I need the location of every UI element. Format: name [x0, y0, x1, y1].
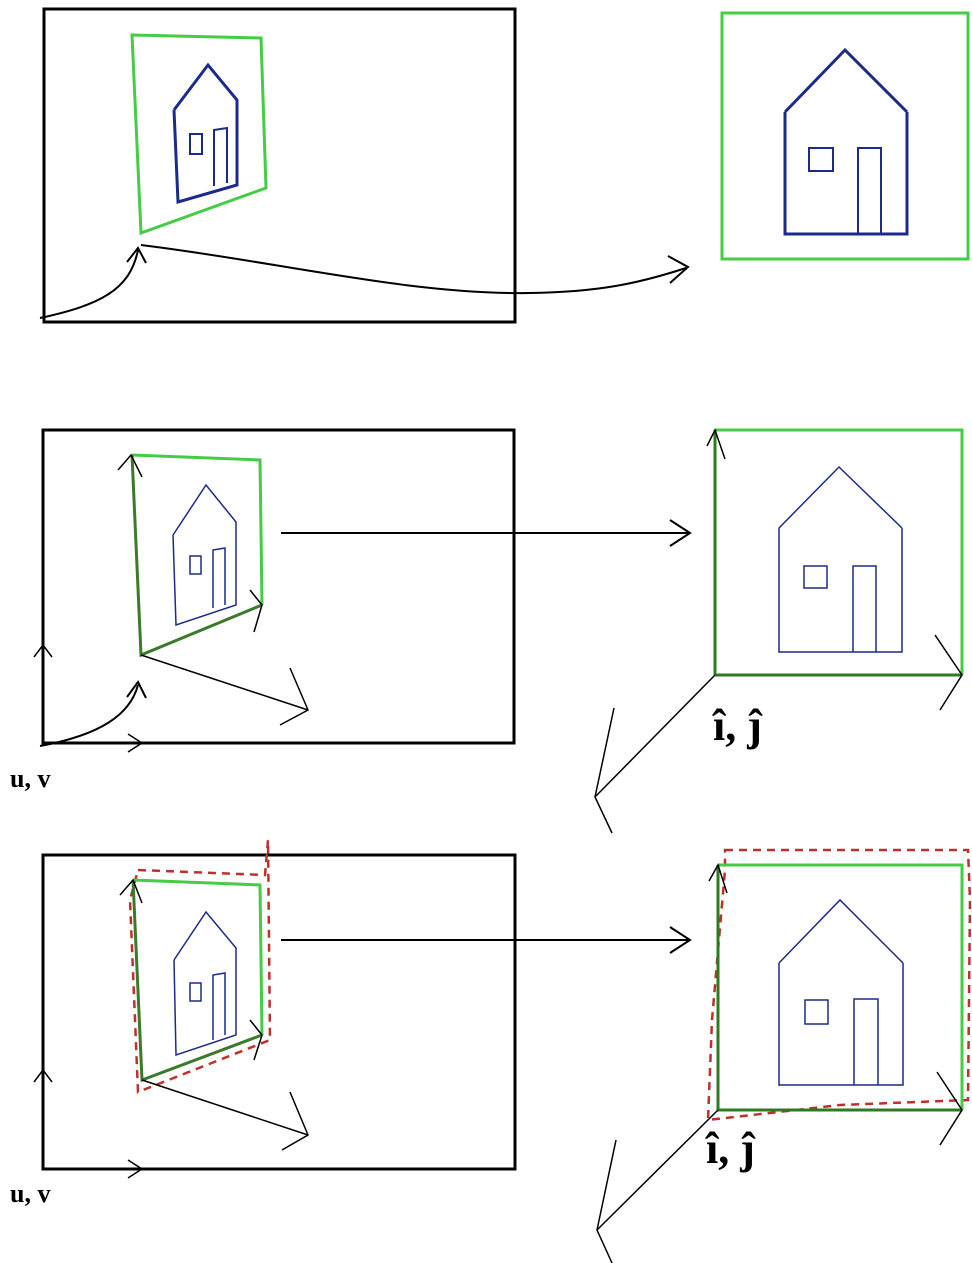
source-quad — [130, 33, 268, 236]
diag-axis-arrowhead — [279, 667, 309, 726]
target-square — [720, 11, 970, 261]
curved-arrow — [39, 249, 139, 319]
diag-axis — [140, 654, 309, 711]
mapping-arrow-head — [669, 519, 692, 547]
source-house — [173, 910, 237, 1057]
source-image-frame — [41, 853, 517, 1171]
diag-axis — [141, 1079, 309, 1136]
target-house — [783, 47, 909, 236]
panel-bottom: u, v î, ĵ — [10, 839, 972, 1263]
target-up-arrowhead — [706, 428, 726, 460]
target-square-top-right — [718, 863, 964, 1110]
target-up-arrowhead — [708, 863, 728, 894]
mapping-arrow-head — [669, 926, 692, 954]
target-square-bottom-left — [716, 865, 962, 1112]
diag-axis-arrowhead — [281, 1091, 309, 1151]
target-right-arrowhead — [934, 634, 963, 711]
target-diag-arrowhead — [594, 707, 615, 834]
curved-arrow-head — [126, 246, 147, 264]
panel-top — [39, 7, 970, 324]
target-house — [778, 465, 903, 653]
source-house — [172, 483, 237, 627]
target-diag-axis — [596, 1109, 719, 1231]
u-axis-arrowhead — [33, 1068, 53, 1083]
curved-arrow-head — [126, 680, 147, 699]
source-house — [172, 62, 239, 204]
error-quad-target — [706, 848, 972, 1122]
mapping-arrow — [140, 244, 687, 295]
source-image-frame — [41, 428, 516, 745]
source-image-frame — [42, 7, 517, 324]
local-axis-up-arrowhead — [117, 453, 143, 478]
source-axes-label: u, v — [10, 1179, 50, 1208]
source-quad-top-right — [131, 453, 264, 606]
target-house — [778, 898, 904, 1086]
local-axis-right-arrowhead — [249, 589, 263, 633]
v-axis-arrowhead — [127, 1159, 144, 1179]
v-axis-arrowhead — [127, 733, 144, 753]
source-quad-bottom-left — [130, 454, 263, 658]
target-square-top-right — [715, 428, 964, 675]
panel-middle: u, v î, ĵ — [10, 428, 964, 834]
source-quad-top-right — [132, 878, 264, 1036]
mapping-arrow-head — [667, 255, 690, 284]
target-diag-axis — [594, 674, 716, 798]
target-axes-label: î, ĵ — [712, 701, 763, 750]
curved-arrow — [39, 684, 139, 747]
error-quad — [128, 839, 272, 1094]
source-axes-label: u, v — [10, 764, 50, 793]
target-diag-arrowhead — [596, 1139, 617, 1263]
target-right-arrowhead — [936, 1071, 963, 1146]
target-axes-label: î, ĵ — [705, 1124, 756, 1173]
u-axis-arrowhead — [33, 643, 53, 658]
local-axis-up-arrowhead — [119, 878, 143, 904]
source-quad-bottom-left — [131, 879, 263, 1083]
local-axis-right-arrowhead — [249, 1019, 263, 1061]
